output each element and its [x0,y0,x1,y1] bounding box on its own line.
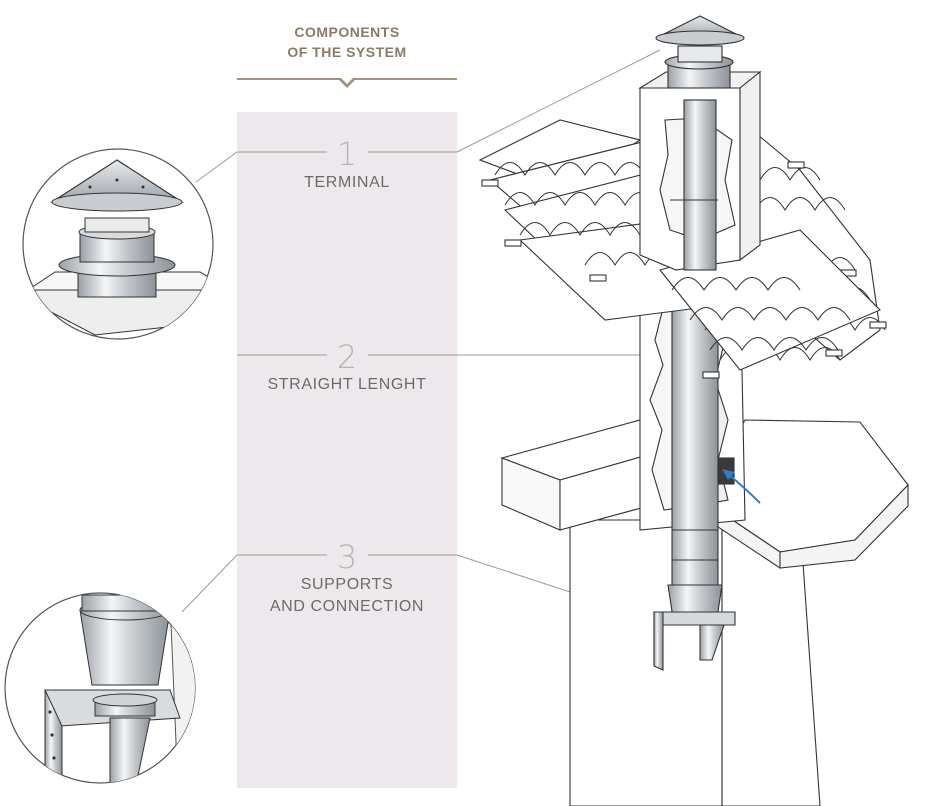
airflow-arrow [722,469,761,504]
component-label-straight-length: STRAIGHT LENGHT [267,376,427,393]
component-number-3: 3 [336,538,358,576]
section-title: COMPONENTS OF THE SYSTEM [287,24,407,60]
support-detail-circle [4,592,196,784]
component-label-supports: SUPPORTS AND CONNECTION [269,576,425,615]
terminal-detail-circle [22,148,214,340]
title-divider-notch [337,76,357,88]
leader-lines [181,49,663,623]
component-label-terminal: TERMINAL [304,174,390,191]
component-number-1: 1 [336,135,358,173]
components-panel [237,112,457,788]
component-number-2: 2 [336,338,358,376]
building-drawing [478,15,909,806]
